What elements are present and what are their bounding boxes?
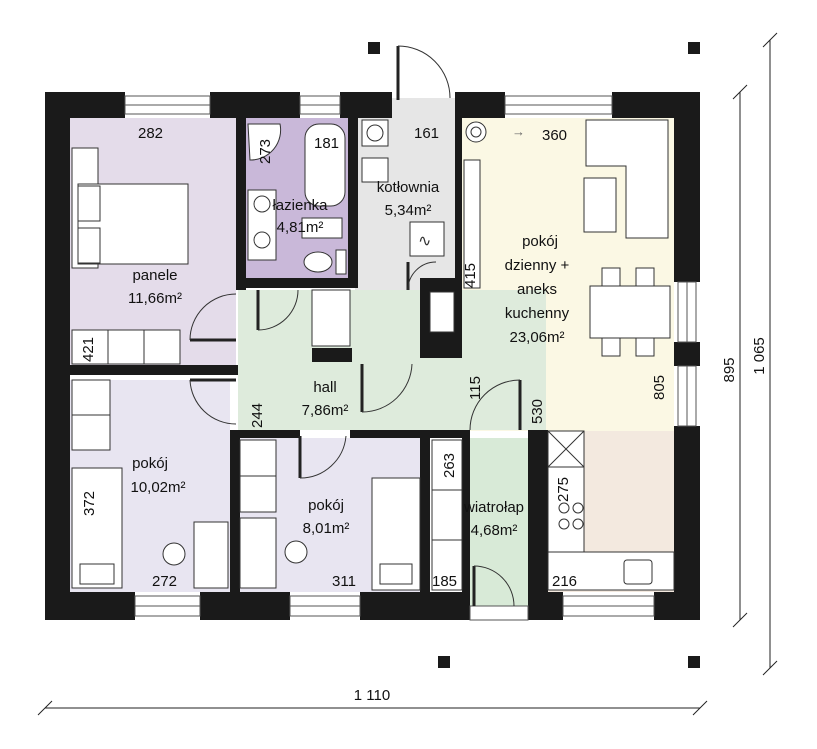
living-area: 23,06m² [509,329,564,346]
hall-area: 7,86m² [302,402,349,419]
bedroom1-depth: 421 [80,337,97,362]
walls [45,92,700,620]
overall-depth-inner: 895 [721,357,738,382]
living-furniture: → [463,119,671,357]
bathroom-name: łazienka [272,197,328,214]
vestibule-name: wiatrołap [463,499,524,516]
bedroom2-furniture [71,379,229,589]
boiler-name: kotłownia [377,179,440,196]
svg-text:→: → [512,124,525,139]
vestibule-d185: 185 [432,573,457,590]
overall-width: 1 110 [354,687,390,704]
entrance-door [396,45,451,100]
overall-depth-outer: 1 065 [751,337,768,375]
bathroom-d2: 181 [314,135,339,152]
living-line4: kuchenny [505,305,570,322]
bedroom2-name: pokój [132,455,168,472]
bathroom-fixtures [247,123,347,275]
bedroom1-wardrobe [71,329,181,365]
room-hall-floor [238,290,546,430]
hall-doors [189,289,522,479]
svg-text:∿: ∿ [418,233,431,250]
vestibule-d263: 263 [441,453,458,478]
bedroom1-name: panele [132,267,177,284]
vestibule-furniture [431,439,515,607]
bedroom1-area: 11,66m² [128,290,182,307]
room-vestibule-floor [470,438,528,606]
boiler-area: 5,34m² [385,202,432,219]
dimension-lines [37,32,778,716]
kitchen-fixtures [547,430,675,591]
bedroom2-d372: 372 [81,491,98,516]
bedroom1-bed [71,147,189,269]
kitchen-d216: 216 [552,573,577,590]
kitchen-d275: 275 [555,477,572,502]
bedroom3-furniture [239,439,421,591]
bedroom2-area: 10,02m² [130,479,185,496]
vestibule-area: 4,68m² [471,522,518,539]
hall-name: hall [313,379,336,396]
living-d415: 415 [462,263,479,288]
hall-d244: 244 [249,403,266,428]
boiler-width: 161 [414,125,439,142]
windows [124,95,697,621]
living-d805: 805 [651,375,668,400]
living-line1: pokój [522,233,558,250]
boiler-fixtures: ∿ [361,119,455,333]
living-line2: dzienny + [505,257,570,274]
living-width: 360 [542,127,567,144]
bedroom3-area: 8,01m² [303,520,350,537]
living-d530: 530 [529,399,546,424]
terrace-posts [368,42,700,668]
bedroom3-name: pokój [308,497,344,514]
living-line3: aneks [517,281,557,298]
bedroom3-d311: 311 [332,573,356,590]
bathroom-d1: 273 [257,139,274,164]
bedroom1-width: 282 [138,125,163,142]
bathroom-area: 4,81m² [277,219,324,236]
hall-d115: 115 [467,376,484,400]
bedroom2-d272: 272 [152,573,177,590]
